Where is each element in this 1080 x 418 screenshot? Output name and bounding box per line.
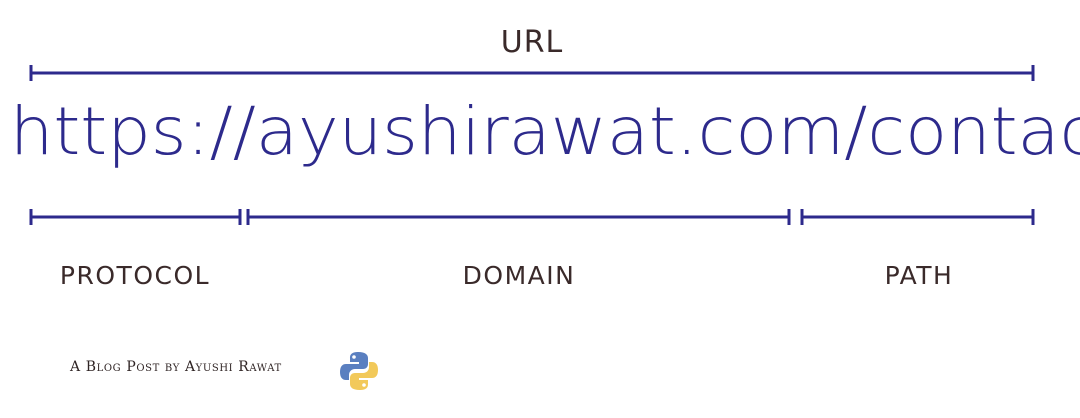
url-text: https://ayushirawat.com/contact xyxy=(9,93,1080,170)
domain-label: DOMAIN xyxy=(462,261,576,290)
python-logo-icon xyxy=(340,352,378,390)
url-bracket xyxy=(29,65,1035,81)
path-label: PATH xyxy=(884,261,954,290)
path-bracket xyxy=(800,209,1035,225)
protocol-label: PROTOCOL xyxy=(59,261,211,290)
domain-bracket xyxy=(246,209,791,225)
protocol-bracket xyxy=(29,209,242,225)
footer-credit: A Blog Post by Ayushi Rawat xyxy=(70,359,282,375)
url-title: URL xyxy=(500,25,564,60)
